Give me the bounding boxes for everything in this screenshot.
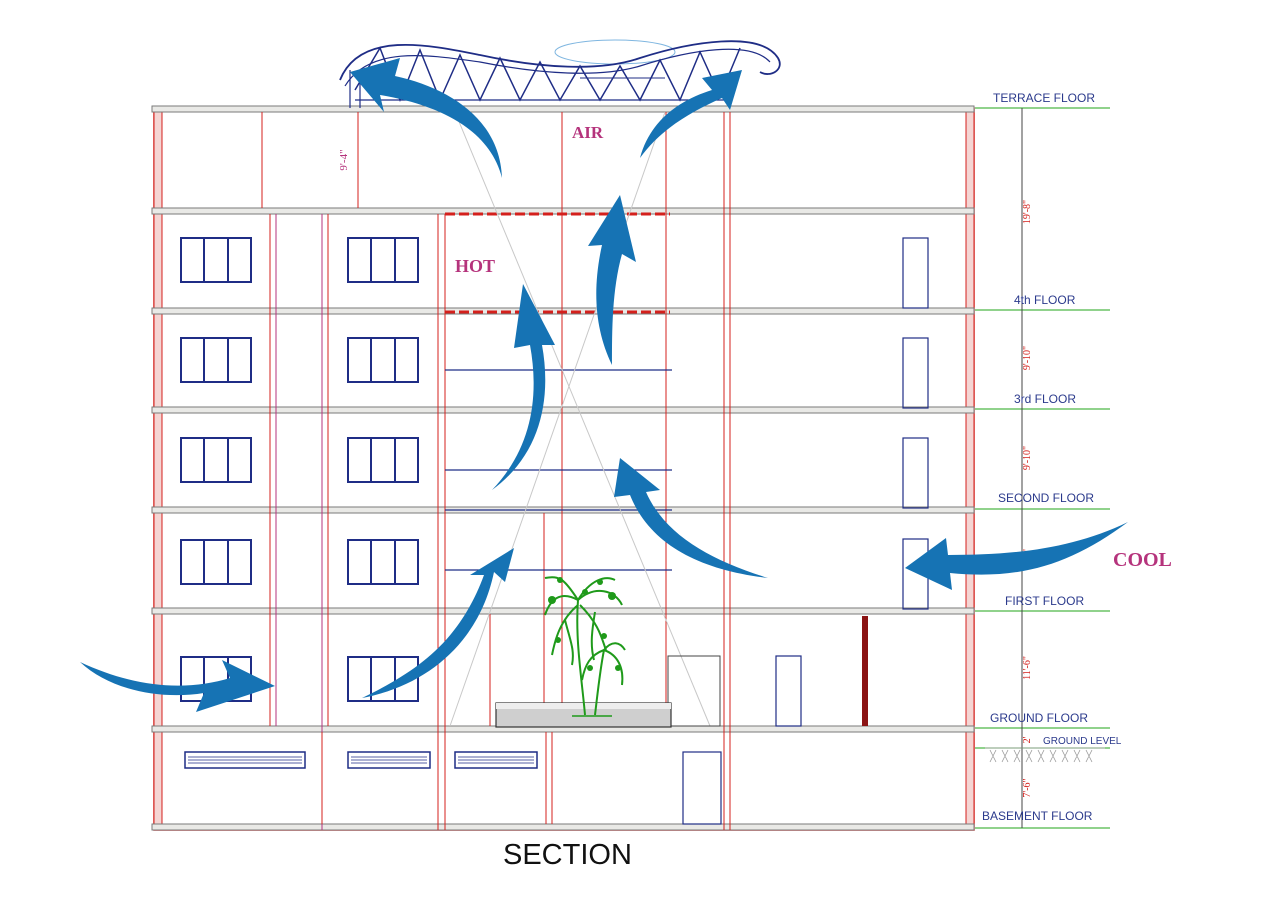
dim-terrace-left: 9'-4"	[338, 149, 350, 170]
level-label-basement: BASEMENT FLOOR	[982, 809, 1093, 823]
arrow-ground-rise	[362, 548, 514, 698]
window-row-3rd	[180, 337, 419, 383]
dim-4th-3rd: 9'-10"	[1022, 346, 1033, 370]
arrow-exhaust-right	[640, 70, 742, 158]
arrow-cool-inlet	[905, 522, 1128, 590]
window-row-4th	[180, 237, 419, 283]
dim-3rd-2nd: 9'-10"	[1022, 446, 1033, 470]
window-row-second	[180, 437, 419, 483]
dim-terrace-4th: 19'-8"	[1022, 200, 1033, 224]
level-label-3rd: 3rd FLOOR	[1014, 392, 1076, 406]
window-row-first	[180, 539, 419, 585]
level-label-4th: 4th FLOOR	[1014, 293, 1076, 307]
basement-vents	[184, 751, 538, 769]
air-label: AIR	[572, 123, 604, 142]
right-side-windows	[902, 237, 929, 610]
planter-tree	[495, 576, 672, 728]
grade-hatch	[985, 747, 1105, 763]
level-labels: TERRACE FLOOR 4th FLOOR 3rd FLOOR SECOND…	[982, 91, 1122, 823]
dim-ground-gl: 2'	[1022, 736, 1033, 743]
section-title: SECTION	[503, 839, 632, 871]
windows	[180, 237, 929, 825]
dim-1st-ground: 11'-6"	[1022, 656, 1033, 680]
ground-doors	[667, 616, 868, 825]
arrow-atrium-mid	[614, 458, 768, 578]
dim-gl-basement: 7'-6"	[1022, 778, 1033, 797]
level-label-second: SECOND FLOOR	[998, 491, 1094, 505]
level-label-ground: GROUND FLOOR	[990, 711, 1088, 725]
level-label-first: FIRST FLOOR	[1005, 594, 1084, 608]
hot-label: HOT	[455, 256, 495, 276]
arrow-upper-rise	[588, 195, 636, 365]
arrow-inlet-left	[80, 660, 275, 712]
level-label-terrace: TERRACE FLOOR	[993, 91, 1095, 105]
level-label-grade: GROUND LEVEL	[1043, 736, 1122, 747]
arrow-exhaust-left	[350, 58, 502, 178]
cool-label: COOL	[1113, 549, 1172, 571]
airflow-arrows	[80, 58, 1128, 712]
dimension-labels: 19'-8" 9'-10" 9'-10" 10" 11'-6" 2' 7'-6"…	[338, 149, 1033, 797]
arrow-hot-rise	[492, 284, 555, 490]
